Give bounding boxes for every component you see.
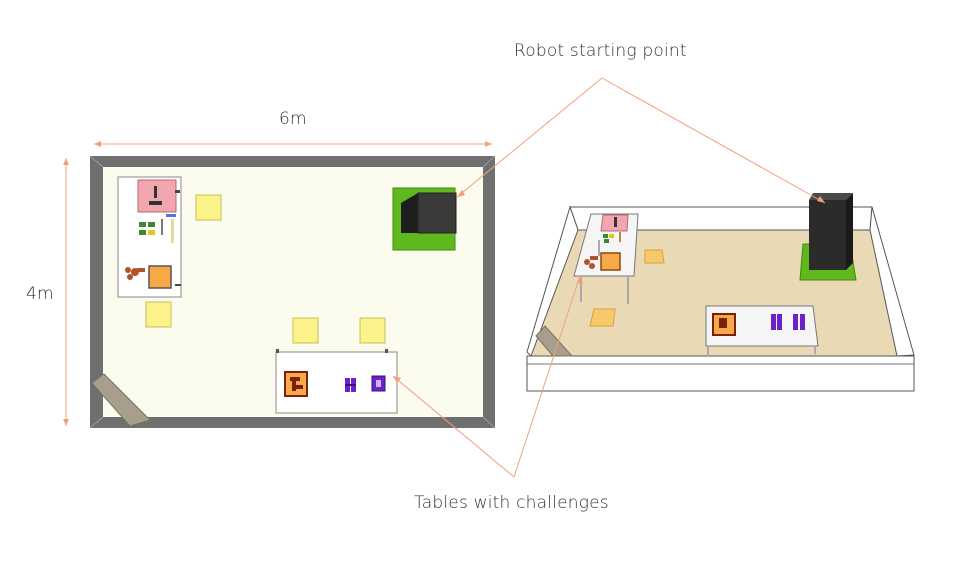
left-challenge-table (117, 176, 182, 298)
dimension-width-arrow (94, 141, 492, 147)
yellow-marker (359, 317, 386, 344)
yellow-marker (195, 194, 222, 221)
width-label: 6m (279, 109, 307, 129)
perspective-robot (809, 200, 846, 270)
orange-box (148, 265, 172, 289)
robot-top (417, 192, 457, 234)
tables-label: Tables with challenges (414, 493, 609, 513)
annotation-lines (392, 77, 826, 478)
robot-start-label: Robot starting point (514, 41, 687, 61)
perspective-bottom-table (705, 305, 819, 356)
height-label: 4m (26, 284, 54, 304)
yellow-marker (292, 317, 319, 344)
perspective-left-table (573, 213, 639, 304)
yellow-marker (145, 301, 172, 328)
bottom-challenge-table (275, 349, 398, 414)
dimension-height-arrow (63, 158, 69, 426)
ramp (91, 373, 151, 427)
top-view-arena (89, 155, 496, 429)
perspective-view-arena (526, 193, 915, 392)
